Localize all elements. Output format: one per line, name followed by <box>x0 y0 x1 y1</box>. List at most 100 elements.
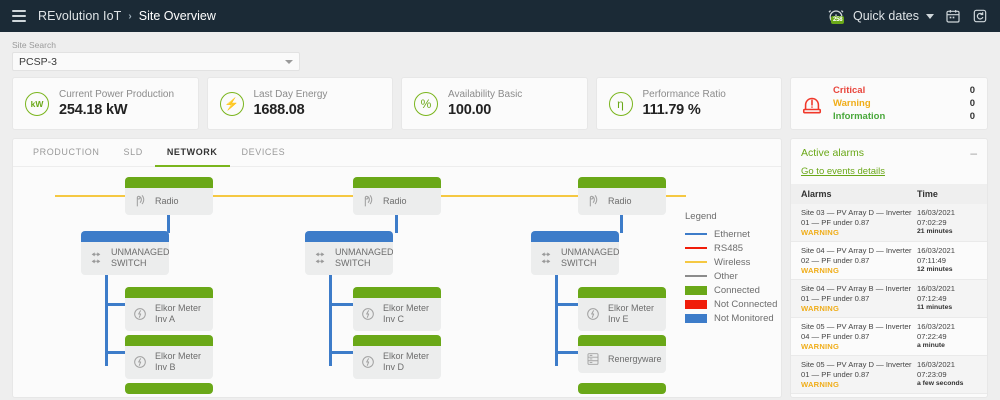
server-rack-icon <box>585 351 601 367</box>
quick-dates-label: Quick dates <box>852 9 919 23</box>
tab-production[interactable]: PRODUCTION <box>33 147 100 157</box>
alarm-severity: WARNING <box>801 304 840 313</box>
chevron-down-icon[interactable] <box>926 13 934 19</box>
kpi-value: 254.18 kW <box>59 102 128 118</box>
alarms-column-alarms: Alarms <box>801 189 832 199</box>
alarm-message: Site 04 — PV Array B — Inverter 01 — PF … <box>801 284 912 303</box>
alarms-column-time: Time <box>917 189 938 199</box>
alarm-label: Warning <box>833 98 871 109</box>
node-label: Radio <box>608 195 632 206</box>
alarm-row[interactable]: Site 04 — PV Array B — Inverter 01 — PF … <box>791 280 987 318</box>
node-body: Radio <box>578 188 666 215</box>
chevron-down-icon[interactable] <box>285 59 293 64</box>
lightning-bolt-glyph: ⚡ <box>224 96 239 111</box>
calendar-icon[interactable] <box>945 8 961 24</box>
alarm-summary-card: Critical 0 Warning 0 Information 0 <box>790 77 988 130</box>
site-search-select[interactable]: PCSP-3 <box>12 52 300 71</box>
quick-dates-button[interactable]: 258 Quick dates <box>826 6 934 26</box>
alarm-date: 16/03/2021 <box>917 322 956 331</box>
network-node-renergyware[interactable]: Renergyware <box>578 335 666 373</box>
kpi-title: Current Power Production <box>59 89 175 100</box>
go-to-events-details-link[interactable]: Go to events details <box>801 166 885 177</box>
node-status-bar <box>531 231 619 242</box>
brand-label[interactable]: REvolution IoT <box>38 9 122 23</box>
legend-swatch <box>685 247 707 249</box>
switch-arrows-icon <box>312 250 328 266</box>
tab-sld[interactable]: SLD <box>123 147 143 157</box>
ethernet-link <box>167 211 170 233</box>
node-status-bar <box>578 287 666 298</box>
node-status-bar <box>353 335 441 346</box>
tab-devices[interactable]: DEVICES <box>241 147 286 157</box>
alarm-row[interactable]: Site 05 — PV Array B — Inverter 04 — PF … <box>791 318 987 356</box>
alarms-table-body[interactable]: Site 03 — PV Array D — Inverter 01 — PF … <box>791 204 987 397</box>
network-node-radio-3[interactable]: Radio <box>578 177 666 215</box>
alarm-severity: WARNING <box>801 266 840 275</box>
wireless-link <box>441 195 578 197</box>
alarm-cell-message: Site 03 — PV Array D — Inverter 01 — PF … <box>801 208 917 237</box>
node-status-bar <box>353 177 441 188</box>
node-status-bar <box>305 231 393 242</box>
alarm-label: Information <box>833 111 886 122</box>
alarm-label: Critical <box>833 85 866 96</box>
alarm-count: 0 <box>969 111 975 122</box>
network-node-partial[interactable] <box>578 383 666 394</box>
alarm-count: 0 <box>969 85 975 96</box>
minimize-icon[interactable]: – <box>970 146 977 160</box>
alarm-message: Site 05 — PV Array D — Inverter 01 — PF … <box>801 360 912 379</box>
kpi-row: kW Current Power Production 254.18 kW ⚡ … <box>0 77 1000 130</box>
kw-icon-glyph: kW <box>30 98 44 109</box>
alarm-clock-icon: 258 <box>826 6 846 26</box>
alarm-row[interactable]: Site 04 — PV Array D — Inverter 02 — PF … <box>791 242 987 280</box>
active-alarms-panel: Active alarms – Go to events details Ala… <box>790 138 988 398</box>
refresh-icon[interactable] <box>972 8 988 24</box>
alarm-row[interactable]: Site 05 — PV Array D — Inverter 01 — PF … <box>791 356 987 394</box>
alarm-cell-message: Site 04 — PV Array B — Inverter 01 — PF … <box>801 284 917 313</box>
kpi-card-current-power-production: kW Current Power Production 254.18 kW <box>12 77 199 130</box>
network-node-radio-2[interactable]: Radio <box>353 177 441 215</box>
node-status-bar <box>353 287 441 298</box>
network-node-partial[interactable] <box>125 383 213 394</box>
lightning-bolt-icon: ⚡ <box>219 91 244 116</box>
alarm-summary-row-warning: Warning 0 <box>833 97 975 110</box>
alarm-row[interactable]: Site 03 — PV Array D — Inverter 01 — PF … <box>791 204 987 242</box>
legend-swatch <box>685 233 707 235</box>
kpi-card-availability-basic: % Availability Basic 100.00 <box>401 77 588 130</box>
hamburger-icon[interactable] <box>12 10 26 22</box>
node-label: Radio <box>383 195 407 206</box>
tab-network[interactable]: NETWORK <box>154 139 230 167</box>
meter-icon <box>360 354 376 370</box>
kpi-card-last-day-energy: ⚡ Last Day Energy 1688.08 <box>206 77 393 130</box>
alarm-count: 0 <box>969 98 975 109</box>
alarm-message: Site 04 — PV Array D — Inverter 02 — PF … <box>801 246 912 265</box>
legend-line-ethernet: Ethernet <box>685 227 777 241</box>
legend-label: Not Connected <box>714 298 778 310</box>
top-bar-right: 258 Quick dates <box>826 6 988 26</box>
alarm-row[interactable]: Site 03 — PV Array C — Inverter 01 — PF … <box>791 394 987 397</box>
network-node-radio-1[interactable]: Radio <box>125 177 213 215</box>
node-body: Radio <box>125 188 213 215</box>
ethernet-link <box>105 351 127 354</box>
radio-antenna-icon <box>132 193 148 209</box>
ethernet-link <box>329 303 355 306</box>
